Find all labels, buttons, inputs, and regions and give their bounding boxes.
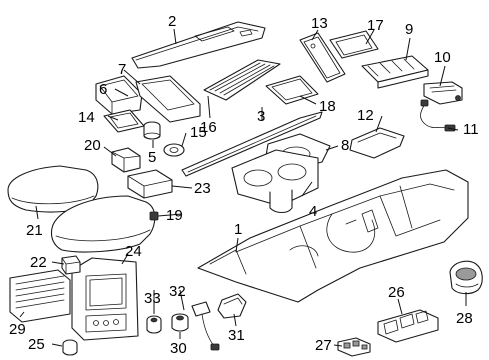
callout-28: 28 [456,310,473,327]
callout-12: 12 [357,107,374,124]
callout-13: 13 [311,15,328,32]
part-32-socket-with-wire [191,301,220,351]
part-17-tray [329,30,379,59]
part-3-trim-strip [181,111,323,177]
callout-31: 31 [228,327,245,344]
callout-18: 18 [319,98,336,115]
part-21-armrest-lid [7,165,99,213]
part-18-pad [265,75,319,105]
callout-23: 23 [194,180,211,197]
callout-24: 24 [125,243,142,260]
callout-10: 10 [434,49,451,66]
callout-16: 16 [200,119,217,136]
part-33-socket [146,315,162,334]
callout-6: 6 [99,81,107,98]
leader-lines [19,28,467,347]
callout-19: 19 [166,207,183,224]
callout-8: 8 [341,137,349,154]
callout-2: 2 [168,13,176,30]
callout-33: 33 [144,290,161,307]
callout-21: 21 [26,222,43,239]
part-2-trim-panel [131,21,266,69]
part-14-small-mat [103,109,145,133]
part-20-block [111,147,141,173]
callout-30: 30 [170,340,187,357]
callout-26: 26 [388,284,405,301]
part-7-storage-tray [135,75,201,123]
callout-15: 15 [190,124,207,141]
callout-32: 32 [169,283,186,300]
part-25-knob [62,339,78,356]
part-1-console-body [197,169,469,303]
part-5-knob [143,121,161,140]
callout-14: 14 [78,109,95,126]
callout-27: 27 [315,337,332,354]
callout-9: 9 [405,21,413,38]
part-16-ribbed-mat [203,59,281,101]
part-4-cupholder-insert [231,149,319,214]
part-22-clip [61,255,81,275]
part-27-switch-block [337,337,371,357]
part-9-bracket [361,55,429,89]
callout-3: 3 [257,108,265,125]
part-6-small-bin [95,75,143,115]
callout-20: 20 [84,137,101,154]
part-26-switch-panel [377,309,439,343]
part-28-controller [449,260,483,295]
part-19-armrest-base [50,195,159,253]
callout-5: 5 [148,149,156,166]
callout-25: 25 [28,336,45,353]
part-31-bracket [217,293,247,319]
part-23-bracket [127,169,173,199]
part-15-washer [163,143,185,157]
part-29-air-vent [9,269,71,323]
part-10-bracket [423,81,463,105]
part-24-center-bezel [71,257,139,341]
part-11-wire-harness [420,99,456,132]
callout-11: 11 [463,121,479,138]
callout-labels: 1 2 3 4 5 6 7 8 9 10 11 12 13 14 15 16 1… [9,13,479,357]
callout-1: 1 [234,221,242,238]
callout-29: 29 [9,321,26,338]
callout-7: 7 [118,61,126,78]
callout-17: 17 [367,17,384,34]
callout-4: 4 [309,203,317,220]
part-30-socket [171,313,189,332]
part-12-bracket [349,127,405,159]
callout-22: 22 [30,254,47,271]
